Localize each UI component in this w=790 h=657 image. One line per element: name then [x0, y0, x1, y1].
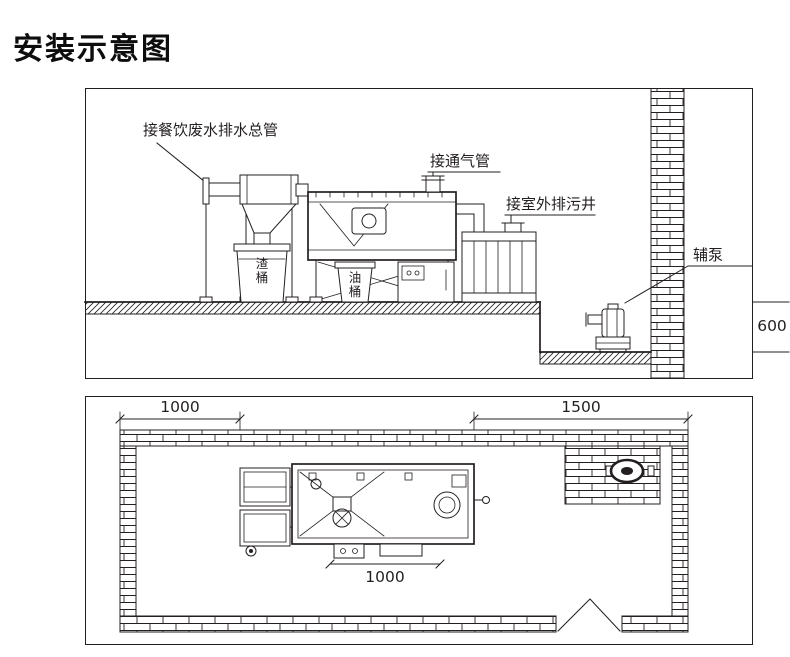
dimension-pit-depth: 600 [757, 317, 787, 335]
elevation-room [84, 88, 753, 379]
dimension-unit-width: 1000 [365, 568, 405, 586]
inlet-pipe-assembly [156, 142, 248, 303]
label-oil-bucket: 油桶 [348, 270, 362, 299]
plan-frame [85, 396, 753, 645]
label-outdoor-sewage-well: 接室外排污井 [506, 195, 597, 213]
dimension-left-clearance: 1000 [160, 398, 200, 416]
label-auxiliary-pump: 辅泵 [693, 246, 724, 264]
separator-hopper [239, 174, 299, 303]
vent-pipe [421, 171, 501, 193]
brick-wall-section [650, 88, 685, 379]
elevation-view [84, 88, 790, 379]
page-title: 安装示意图 [13, 32, 173, 67]
control-cabinet [397, 261, 455, 303]
plan-dimensions [115, 411, 693, 569]
outlet-tank [455, 203, 596, 303]
label-slag-bucket: 渣桶 [255, 256, 269, 285]
main-tank [295, 183, 457, 303]
plan-walls [119, 429, 689, 633]
label-inlet-pipe: 接餐饮废水排水总管 [143, 121, 279, 139]
plan-view [85, 396, 753, 645]
plan-pump-pit [564, 445, 661, 505]
slag-bucket [233, 243, 291, 303]
plan-equipment [239, 463, 490, 559]
pit-depth-dimension [752, 301, 790, 353]
auxiliary-pump [585, 265, 753, 353]
internal-pump [351, 207, 387, 235]
door-swing [557, 598, 621, 632]
dimension-right-clearance: 1500 [561, 398, 601, 416]
label-vent-pipe: 接通气管 [430, 152, 491, 170]
oil-bucket [334, 261, 376, 303]
